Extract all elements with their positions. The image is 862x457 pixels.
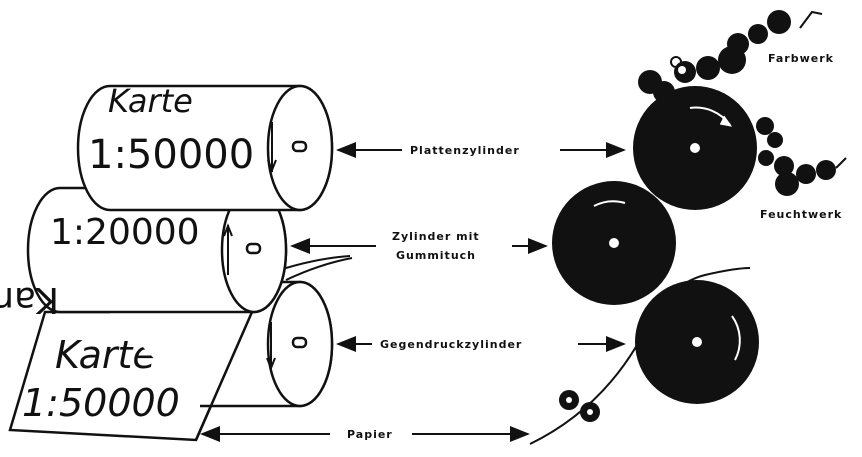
label-gegendruckzylinder: Gegendruckzylinder: [336, 336, 626, 352]
label-gummituch-line1: Zylinder mit: [392, 230, 480, 243]
label-farbwerk: Farbwerk: [768, 52, 834, 65]
label-papier-text: Papier: [347, 428, 393, 441]
blanket-text-line1: 1:20000: [50, 212, 200, 253]
feed-rollers: [559, 390, 600, 422]
label-gegendruckzylinder-text: Gegendruckzylinder: [380, 338, 522, 351]
press-schematic: Farbwerk Feuchtwerk: [529, 10, 847, 445]
dampening-rollers: [756, 117, 847, 196]
plate-text-line2: 1:50000: [88, 132, 254, 178]
plate-cylinder: Karte 1:50000: [76, 82, 334, 212]
label-zylinder-mit-gummituch: Zylinder mit Gummituch: [290, 230, 548, 262]
label-papier: Papier: [200, 426, 530, 442]
label-plattenzylinder-text: Plattenzylinder: [410, 144, 520, 157]
paper-text-line2: 1:50000: [22, 381, 180, 425]
inking-rollers: [638, 10, 823, 103]
plate-text-line1: Karte: [108, 82, 193, 120]
label-feuchtwerk: Feuchtwerk: [760, 208, 842, 221]
blanket-text-line2: Karte: [0, 279, 59, 320]
blanket-cylinder: 1:20000 Karte: [0, 186, 353, 320]
label-plattenzylinder: Plattenzylinder: [336, 142, 626, 158]
label-gummituch-line2: Gummituch: [396, 249, 476, 262]
